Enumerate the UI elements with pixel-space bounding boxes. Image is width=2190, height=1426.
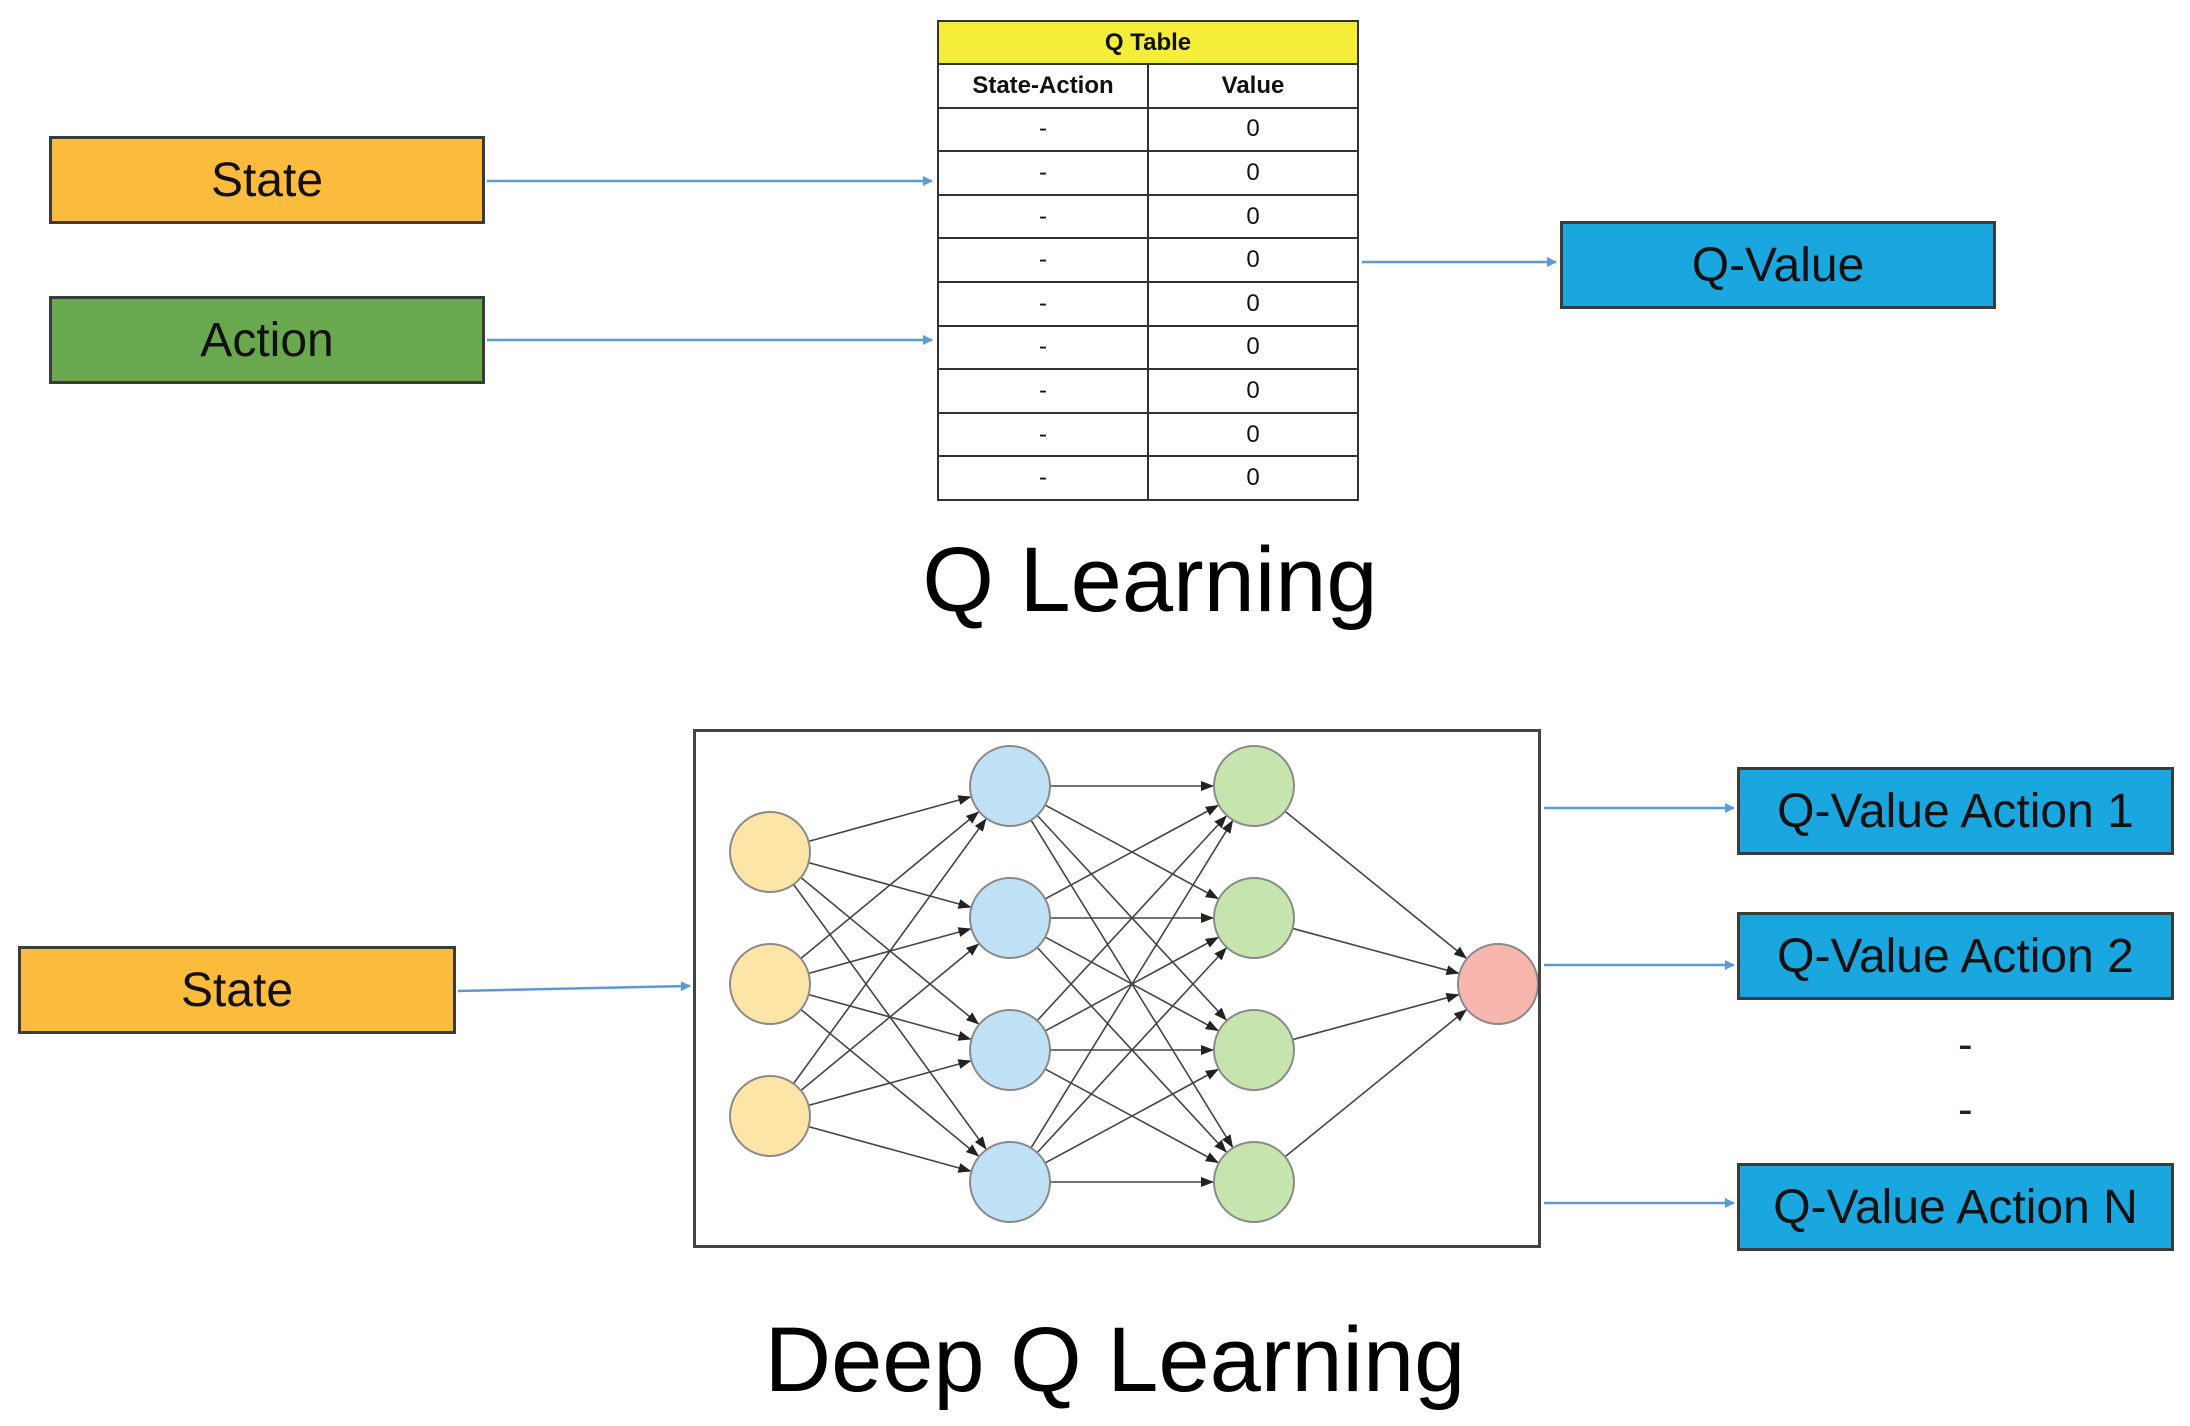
network-edge [1284, 1009, 1467, 1158]
table-row: -0 [937, 237, 1359, 283]
output-action-2-box: Q-Value Action 2 [1737, 912, 2174, 1000]
hidden-1-node [969, 1009, 1051, 1091]
neural-network-diagram [729, 745, 1539, 1223]
network-edge [808, 795, 972, 843]
input-node [729, 1075, 811, 1157]
table-row: -0 [937, 106, 1359, 153]
output-action-1-label: Q-Value Action 1 [1777, 784, 2134, 838]
deep-q-learning-caption: Deep Q Learning [764, 1309, 1466, 1411]
hidden-1-node [969, 877, 1051, 959]
table-cell: - [937, 193, 1149, 240]
network-edge [1044, 804, 1219, 900]
hidden-1-node [969, 1141, 1051, 1223]
output-action-n-box: Q-Value Action N [1737, 1163, 2174, 1251]
table-row: -0 [937, 193, 1359, 240]
network-edge [808, 1125, 972, 1173]
table-row: -0 [937, 280, 1359, 327]
q-state-label: State [210, 153, 324, 207]
network-edge [1030, 820, 1234, 1149]
table-cell: - [937, 368, 1149, 414]
network-edge [1292, 993, 1460, 1041]
network-edge [1036, 947, 1227, 1154]
ellipsis-dash: - [1958, 1020, 1973, 1069]
output-action-2-label: Q-Value Action 2 [1777, 929, 2134, 983]
dq-state-label: State [180, 963, 294, 1017]
table-cell: 0 [1147, 368, 1359, 414]
q-table-title: Q Table [937, 20, 1359, 65]
table-cell: - [937, 150, 1149, 196]
table-row: -0 [937, 455, 1359, 501]
input-node [729, 811, 811, 893]
table-cell: 0 [1147, 193, 1359, 240]
q-state-box: State [49, 136, 485, 224]
hidden-2-node [1213, 1009, 1295, 1091]
table-cell: - [937, 106, 1149, 153]
network-edge [1036, 815, 1227, 1022]
table-row: -0 [937, 368, 1359, 414]
network-edge [800, 943, 980, 1092]
table-cell: 0 [1147, 237, 1359, 283]
table-cell: - [937, 411, 1149, 458]
state-to-network-arrow [457, 981, 691, 993]
q-learning-caption: Q Learning [922, 529, 1378, 631]
table-cell: 0 [1147, 106, 1359, 153]
q-table-header-state-action: State-Action [937, 63, 1149, 109]
table-cell: 0 [1147, 280, 1359, 327]
table-cell: 0 [1147, 324, 1359, 371]
network-edge [1044, 1068, 1219, 1164]
dq-state-box: State [18, 946, 456, 1034]
table-cell: - [937, 324, 1149, 371]
table-row: -0 [937, 411, 1359, 458]
q-action-label: Action [200, 313, 334, 367]
table-cell: 0 [1147, 455, 1359, 501]
network-edge [808, 1059, 972, 1107]
network-edge [1284, 810, 1467, 959]
ellipsis-dash: - [1958, 1085, 1973, 1134]
output-node [1457, 943, 1539, 1025]
table-cell: - [937, 455, 1149, 501]
network-edge [800, 811, 980, 960]
hidden-2-node [1213, 745, 1295, 827]
q-action-box: Action [49, 296, 485, 384]
network-edge [1292, 927, 1460, 975]
hidden-1-node [969, 745, 1051, 827]
q-table-header-value: Value [1147, 63, 1359, 109]
table-cell: 0 [1147, 411, 1359, 458]
q-table: Q Table State-Action Value -0 -0 -0 -0 -… [937, 20, 1359, 501]
output-action-1-box: Q-Value Action 1 [1737, 767, 2174, 855]
table-row: -0 [937, 150, 1359, 196]
network-edge [792, 818, 987, 1085]
table-cell: - [937, 237, 1149, 283]
hidden-2-node [1213, 877, 1295, 959]
table-row: -0 [937, 324, 1359, 371]
neural-network-frame [693, 729, 1541, 1248]
output-action-n-label: Q-Value Action N [1773, 1180, 2138, 1234]
q-value-box: Q-Value [1560, 221, 1996, 309]
table-cell: - [937, 280, 1149, 327]
q-value-label: Q-Value [1691, 238, 1865, 292]
table-cell: 0 [1147, 150, 1359, 196]
hidden-2-node [1213, 1141, 1295, 1223]
input-node [729, 943, 811, 1025]
